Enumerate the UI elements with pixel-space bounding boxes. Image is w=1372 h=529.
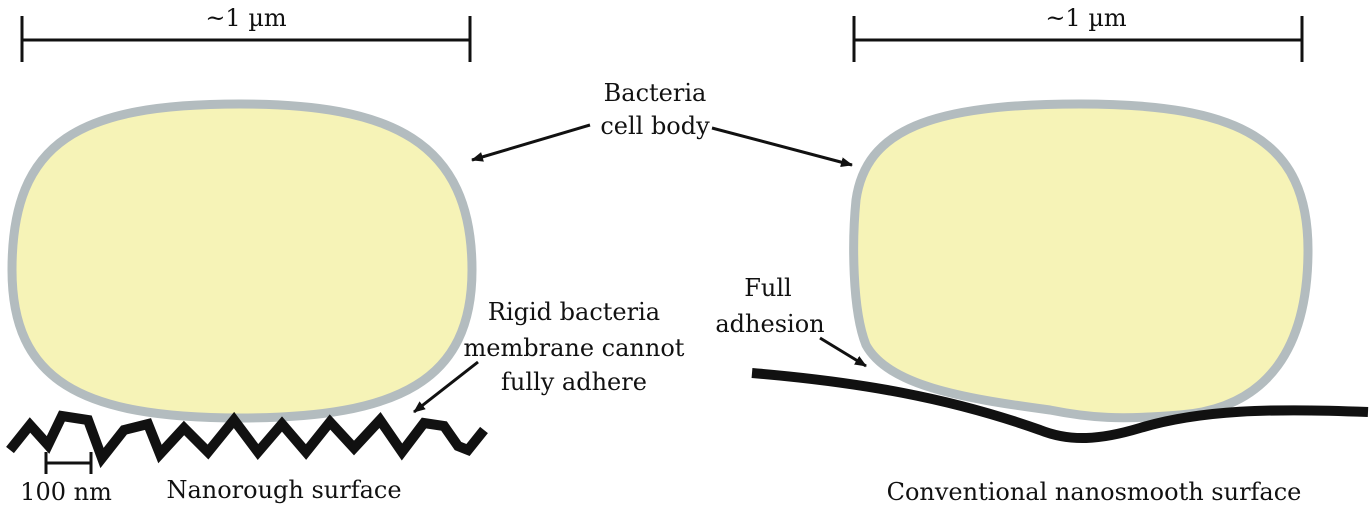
nanosmooth-caption: Conventional nanosmooth surface [887, 478, 1302, 506]
left-scale-label: ~1 µm [205, 4, 287, 32]
right-scale-label: ~1 µm [1045, 4, 1127, 32]
cell-body-label-line1: Bacteria [604, 79, 707, 107]
full-adhesion-label-line1: Full [744, 274, 791, 302]
rigid-label-line2: membrane cannot [464, 334, 685, 362]
full-adhesion-arrow [819, 336, 867, 368]
nanorough-surface [6, 410, 488, 469]
nanosmooth-surface [751, 368, 1369, 444]
nano-scale-bar [44, 452, 93, 474]
nano-scale-label: 100 nm [20, 478, 112, 506]
cell-body-label-line2: cell body [600, 112, 710, 140]
cell-body-arrow-right [711, 126, 853, 168]
right-bacteria-cell [849, 99, 1313, 423]
rigid-label-line1: Rigid bacteria [488, 298, 660, 326]
rigid-arrow [413, 360, 479, 414]
full-adhesion-label-line2: adhesion [715, 310, 824, 338]
rigid-label-line3: fully adhere [501, 368, 647, 396]
right-scale-bar [852, 16, 1304, 62]
cell-body-arrow-left [471, 123, 591, 162]
left-bacteria-cell [7, 99, 477, 423]
nanorough-caption: Nanorough surface [166, 476, 401, 504]
left-scale-bar [20, 16, 472, 62]
